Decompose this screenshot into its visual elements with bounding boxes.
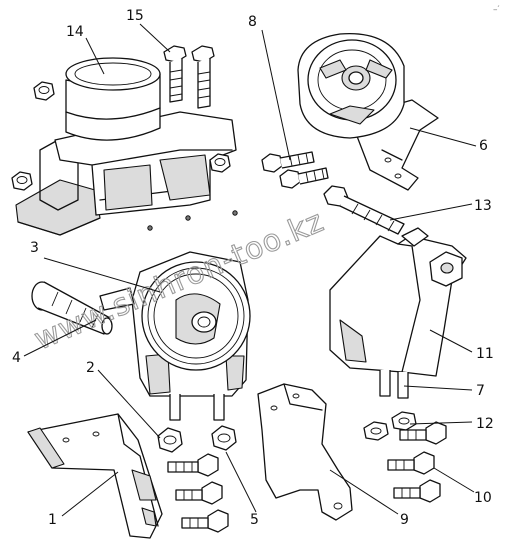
part-3-center-mount (99, 251, 251, 421)
part-1-bracket (27, 413, 163, 539)
callout-2: 2 (86, 360, 95, 376)
lower-bolts-left (167, 453, 229, 533)
callout-14: 14 (66, 24, 84, 40)
callout-12: 12 (476, 416, 494, 432)
part-2-nut (157, 427, 183, 453)
part-4-long-bolt (31, 281, 113, 335)
callout-10: 10 (474, 490, 492, 506)
corner-mark: –′ (493, 5, 500, 15)
part-8-bolts (261, 151, 329, 189)
part-6-rear-mount (297, 32, 439, 191)
callout-4: 4 (12, 350, 21, 366)
part-14-front-mount (11, 57, 238, 236)
leader-lines (23, 23, 477, 517)
callout-13: 13 (474, 198, 492, 214)
callout-1: 1 (48, 512, 57, 528)
part-9-bracket (257, 383, 353, 521)
part-15-bolts (163, 45, 215, 109)
callout-15: 15 (126, 8, 144, 24)
part-5-nut (211, 425, 237, 451)
callout-8: 8 (248, 14, 257, 30)
callout-7: 7 (476, 383, 485, 399)
callout-9: 9 (400, 512, 409, 528)
part-13-bolt (323, 185, 405, 235)
part-10-bolts (387, 421, 447, 503)
part-11-side-mount (329, 227, 467, 399)
callout-5: 5 (250, 512, 259, 528)
callout-labels: 1 2 3 4 5 6 7 8 9 10 11 12 13 14 15 (12, 8, 494, 528)
callout-11: 11 (476, 346, 494, 362)
callout-3: 3 (30, 240, 39, 256)
callout-6: 6 (479, 138, 488, 154)
